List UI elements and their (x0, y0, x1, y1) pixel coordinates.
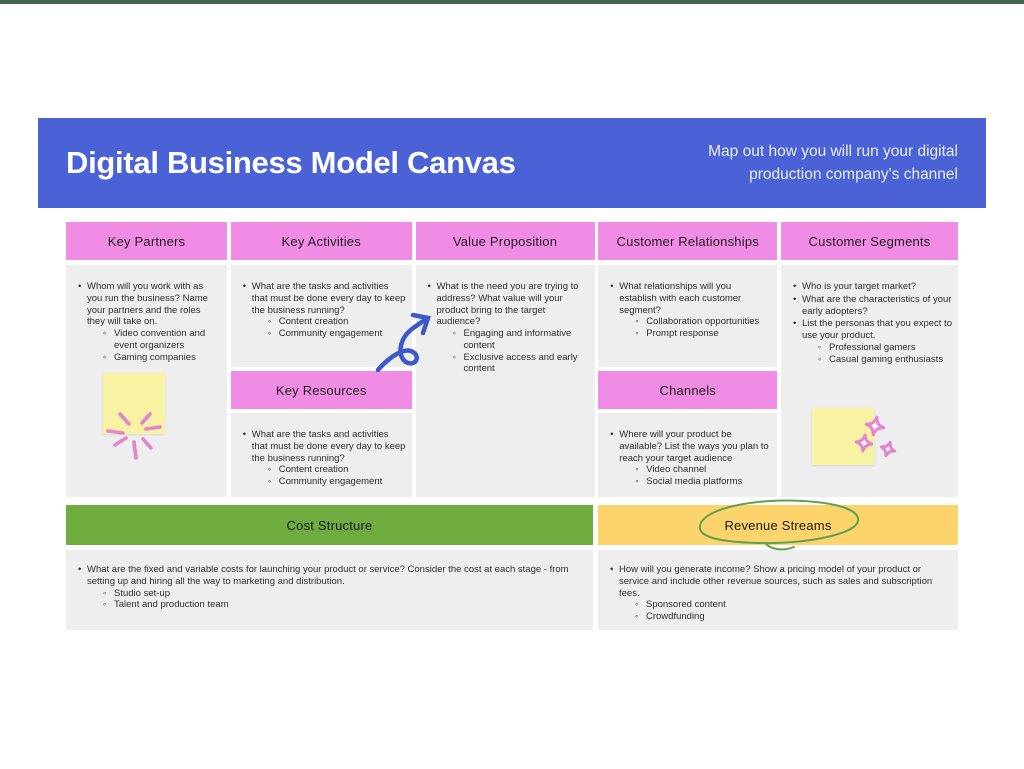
revenue-streams-header: Revenue Streams (598, 505, 958, 545)
column-customer-relationships: Customer Relationships What relationship… (598, 222, 778, 497)
sub-bullet-item: Content creation (268, 316, 406, 328)
bullet-item: How will you generate income? Show a pri… (609, 564, 952, 623)
cost-structure-header: Cost Structure (66, 505, 593, 545)
sub-bullet-item: Community engagement (268, 328, 406, 340)
bullet-item: What are the tasks and activities that m… (242, 281, 406, 340)
bullet-item: What relationships will you establish wi… (609, 281, 771, 340)
sub-bullet-item: Video channel (635, 464, 771, 476)
customer-segments-header: Customer Segments (781, 222, 958, 260)
bottom-row: Cost Structure What are the fixed and va… (66, 505, 958, 630)
bullet-item: What are the fixed and variable costs fo… (77, 564, 587, 611)
sub-bullet-item: Video convention and event organizers (103, 328, 221, 352)
cost-structure-section: Cost Structure What are the fixed and va… (66, 505, 593, 630)
cost-structure-content: What are the fixed and variable costs fo… (66, 550, 593, 630)
sub-bullet-list: Content creationCommunity engagement (252, 464, 406, 488)
sub-bullet-item: Content creation (268, 464, 406, 476)
banner-subtitle-line1: Map out how you will run your digital (708, 142, 958, 160)
sub-bullet-item: Talent and production team (103, 599, 587, 611)
sub-bullet-item: Prompt response (635, 328, 771, 340)
banner-subtitle-line2: production company's channel (749, 166, 958, 183)
column-key-activities: Key Activities What are the tasks and ac… (230, 222, 412, 497)
sticky-note (812, 408, 874, 465)
key-activities-content: What are the tasks and activities that m… (230, 265, 412, 368)
sub-bullet-item: Crowdfunding (635, 611, 952, 623)
key-resources-header: Key Resources (230, 371, 412, 410)
revenue-streams-list: How will you generate income? Show a pri… (598, 550, 958, 632)
bullet-item: What is the need you are trying to addre… (427, 281, 589, 375)
sub-bullet-list: Studio set-upTalent and production team (87, 588, 587, 612)
sub-bullet-list: Sponsored contentCrowdfunding (619, 599, 952, 623)
column-key-partners: Key Partners Whom will you work with as … (66, 222, 227, 497)
sub-bullet-list: Content creationCommunity engagement (252, 316, 406, 340)
value-proposition-header: Value Proposition (415, 222, 595, 260)
sub-bullet-item: Exclusive access and early content (453, 352, 589, 376)
bullet-item: What are the characteristics of your ear… (792, 294, 952, 318)
key-partners-header: Key Partners (66, 222, 227, 260)
key-resources-content: What are the tasks and activities that m… (230, 413, 412, 497)
customer-relationships-header: Customer Relationships (598, 222, 778, 260)
key-activities-header: Key Activities (230, 222, 412, 260)
revenue-streams-content: How will you generate income? Show a pri… (598, 550, 958, 630)
sub-bullet-item: Gaming companies (103, 352, 221, 364)
cost-structure-list: What are the fixed and variable costs fo… (66, 550, 593, 620)
customer-relationships-content: What relationships will you establish wi… (598, 265, 778, 368)
key-resources-list: What are the tasks and activities that m… (231, 413, 412, 497)
sub-bullet-list: Video convention and event organizersGam… (87, 328, 221, 363)
revenue-streams-section: Revenue Streams How will you generate in… (598, 505, 958, 630)
value-proposition-list: What is the need you are trying to addre… (416, 265, 595, 384)
sub-bullet-item: Studio set-up (103, 588, 587, 600)
sub-bullet-item: Casual gaming enthusiasts (818, 354, 952, 366)
key-activities-list: What are the tasks and activities that m… (231, 265, 412, 349)
bullet-item: What are the tasks and activities that m… (242, 429, 406, 488)
sticky-note (103, 373, 165, 434)
key-partners-list: Whom will you work with as you run the b… (66, 265, 227, 372)
customer-relationships-list: What relationships will you establish wi… (598, 265, 777, 349)
sub-bullet-list: Collaboration opportunitiesPrompt respon… (619, 316, 771, 340)
sub-bullet-list: Video channelSocial media platforms (619, 464, 771, 488)
bullet-item: Whom will you work with as you run the b… (77, 281, 221, 363)
channels-list: Where will your product be available? Li… (598, 413, 777, 497)
bullet-item: Where will your product be available? Li… (609, 429, 771, 488)
sub-bullet-list: Professional gamersCasual gaming enthusi… (802, 342, 952, 366)
banner: Digital Business Model Canvas Map out ho… (38, 118, 986, 208)
channels-header: Channels (598, 371, 778, 410)
sub-bullet-item: Social media platforms (635, 476, 771, 488)
column-value-proposition: Value Proposition What is the need you a… (415, 222, 595, 497)
sub-bullet-item: Engaging and informative content (453, 328, 589, 352)
sub-bullet-item: Collaboration opportunities (635, 316, 771, 328)
channels-content: Where will your product be available? Li… (598, 413, 778, 497)
sub-bullet-item: Community engagement (268, 476, 406, 488)
value-proposition-content: What is the need you are trying to addre… (415, 265, 595, 497)
customer-segments-list: Who is your target market?What are the c… (781, 265, 958, 374)
bullet-item: List the personas that you expect to use… (792, 318, 952, 365)
sub-bullet-list: Engaging and informative contentExclusiv… (437, 328, 589, 375)
sub-bullet-item: Sponsored content (635, 599, 952, 611)
bullet-item: Who is your target market? (792, 281, 952, 293)
banner-subtitle: Map out how you will run your digital pr… (708, 140, 958, 187)
sub-bullet-item: Professional gamers (818, 342, 952, 354)
page-title: Digital Business Model Canvas (66, 145, 516, 180)
top-border-line (0, 0, 1024, 4)
